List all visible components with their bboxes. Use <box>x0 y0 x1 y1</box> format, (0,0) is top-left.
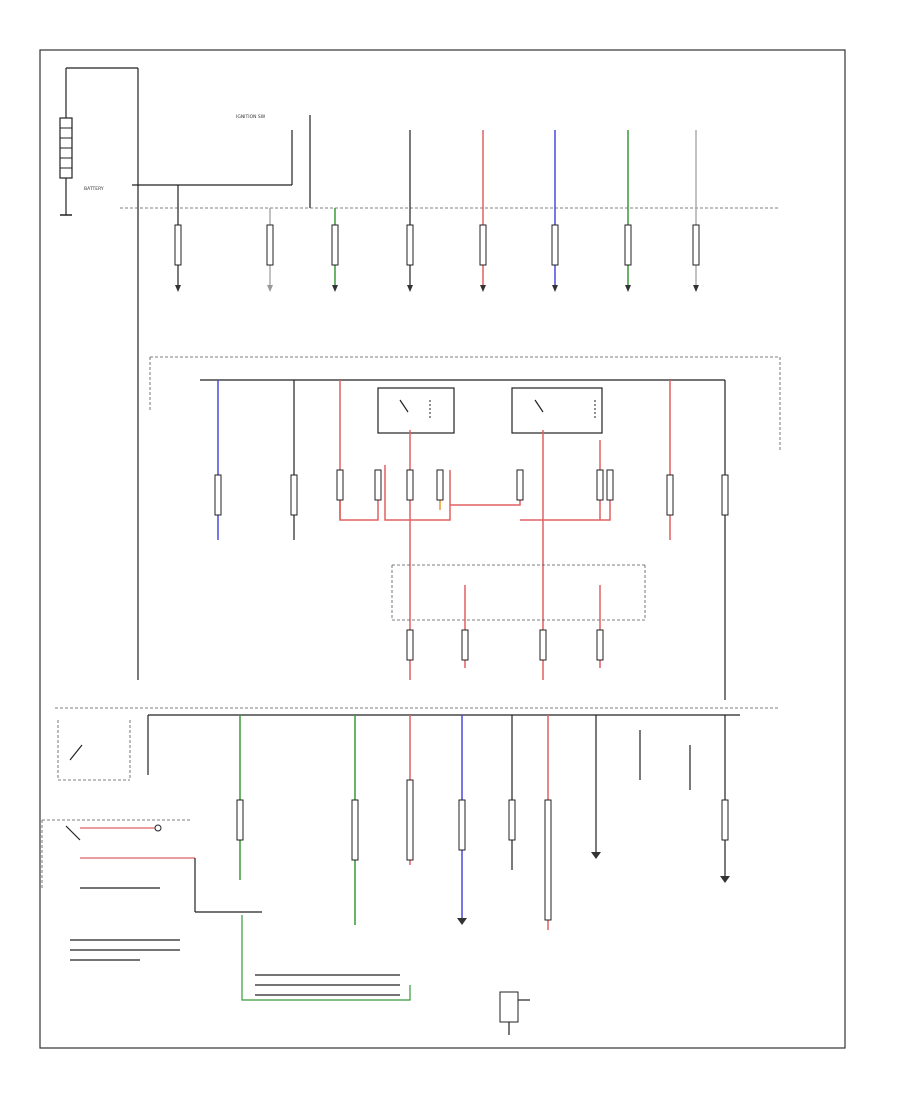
top-fuse-drops <box>174 130 700 290</box>
middle-section <box>149 356 781 700</box>
green-ground-path <box>241 915 411 1001</box>
bottom-component <box>499 991 530 1035</box>
middle-lower-drops <box>406 585 604 668</box>
ignition-switch-label: IGNITION SW <box>236 114 266 120</box>
relay-2 <box>511 387 603 434</box>
bottom-fuse-drops <box>147 715 729 930</box>
top-load-terminals <box>175 285 699 292</box>
battery-symbol: BATTERY <box>59 67 138 216</box>
top-section: BATTERY IGNITION SW <box>59 67 780 680</box>
relay-1 <box>377 387 455 434</box>
ignition-switch-box: IGNITION SW <box>132 114 293 186</box>
diagram-frame <box>39 49 846 1049</box>
bottom-section <box>41 707 780 1035</box>
ground-symbols <box>457 852 730 925</box>
battery-label: BATTERY <box>84 186 104 192</box>
relay-red-wiring <box>336 430 614 680</box>
starter-switch-block <box>41 720 262 961</box>
middle-fuse-drops <box>214 380 729 700</box>
